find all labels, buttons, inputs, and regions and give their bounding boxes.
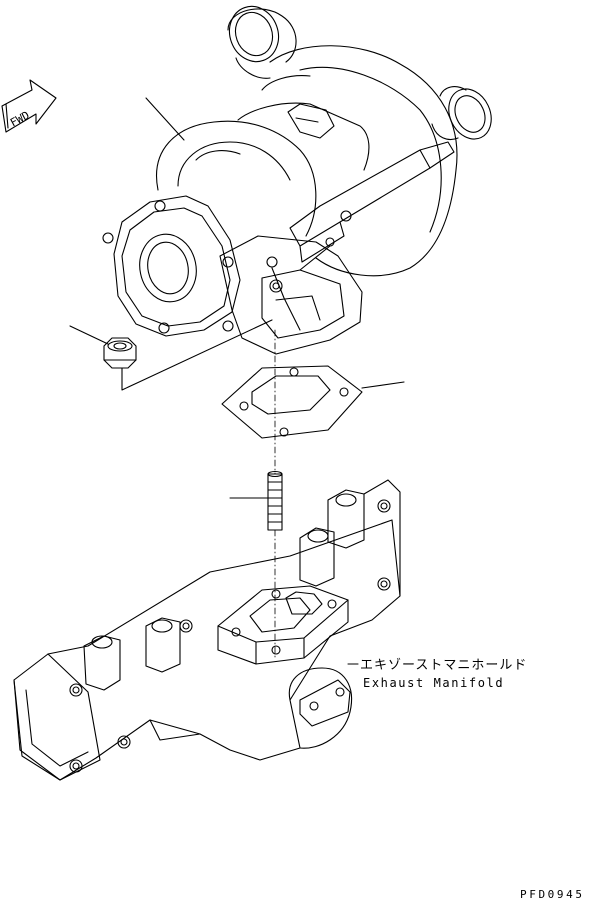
exhaust-manifold-label-jp: エキゾーストマニホールド (360, 658, 528, 673)
fwd-arrow-icon: FWD (2, 80, 56, 132)
gasket (222, 366, 362, 438)
flange-nut (104, 338, 136, 368)
stud-bolt (268, 472, 282, 531)
exhaust-manifold-label-en: Exhaust Manifold (363, 676, 505, 690)
leader-lines (70, 98, 404, 498)
drawing-code: PFD0945 (520, 888, 585, 901)
exhaust-manifold (14, 480, 400, 780)
fwd-label: FWD (8, 109, 32, 130)
turbocharger (103, 0, 499, 354)
